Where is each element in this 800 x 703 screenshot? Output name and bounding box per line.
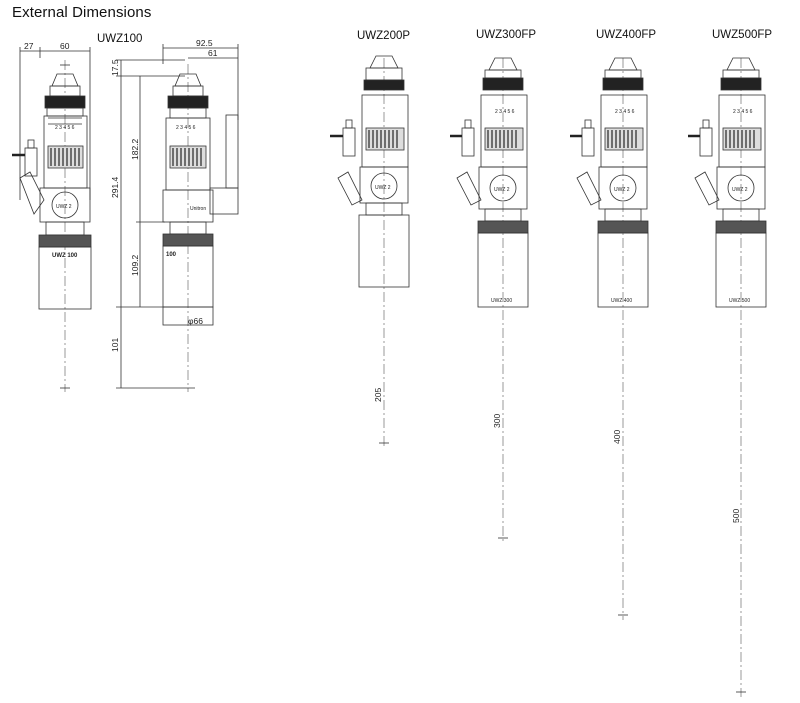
zoom-knob-label-uwz100: UWZ 2 [56,204,72,210]
body-label-uwz400fp: UWZ 400 [611,298,632,304]
side-body-label: 100 [166,252,177,258]
dim-working-distance-uwz400fp: 400 [612,430,622,444]
uwz200p-stripes [368,130,398,148]
dim-working-distance-uwz300fp: 300 [492,414,502,428]
uwz500fp-view [688,57,767,697]
dim-total-height: 291.4 [110,176,120,198]
dim-lower-height: 109.2 [130,254,140,276]
zoom-scale-uwz400fp: 2 3 4 5 6 [615,109,635,115]
uwz500fp-stripes [725,130,755,148]
body-label-uwz500fp: UWZ 500 [729,298,750,304]
uwz200p-view [330,55,410,447]
uwz100-front-stripes [50,148,80,166]
model-label-uwz500fp: UWZ500FP [712,29,772,41]
uwz300fp-stripes [487,130,517,148]
zoom-knob-label-uwz200p: UWZ 2 [375,185,391,191]
zoom-scale-uwz300fp: 2 3 4 5 6 [495,109,515,115]
uwz400fp-view [570,57,649,620]
zoom-scale-uwz500fp: 2 3 4 5 6 [733,109,753,115]
body-label-uwz300fp: UWZ 300 [491,298,512,304]
dim-side-partial-width: 61 [208,48,218,58]
zoom-knob-label-uwz400fp: UWZ 2 [614,187,630,193]
model-label-uwz200p: UWZ200P [357,30,410,42]
dim-body-diameter: φ66 [188,316,203,326]
dim-working-distance-uwz500fp: 500 [731,509,741,523]
uwz100-side-view [116,44,239,392]
dim-working-distance-uwz200p: 205 [373,388,383,402]
zoom-scale-uwz100-side: 2 3 4 5 6 [176,125,196,131]
side-brand-label: Unitron [190,206,206,212]
dim-top-offset: 17.5 [110,59,120,76]
uwz100-front-view [12,47,92,392]
zoom-knob-label-uwz300fp: UWZ 2 [494,187,510,193]
model-label-uwz100: UWZ100 [97,33,142,45]
model-label-uwz400fp: UWZ400FP [596,29,656,41]
model-label-uwz300fp: UWZ300FP [476,29,536,41]
dim-side-total-width: 92.5 [196,38,213,48]
page-title: External Dimensions [12,4,152,21]
dim-front-offset: 27 [24,41,34,51]
dim-front-width: 60 [60,41,70,51]
uwz400fp-stripes [607,130,637,148]
dim-working-distance-uwz100: 101 [110,338,120,352]
uwz100-side-stripes [172,148,202,166]
dim-upper-height: 182.2 [130,138,140,160]
zoom-knob-label-uwz500fp: UWZ 2 [732,187,748,193]
body-label-uwz100: UWZ 100 [52,253,78,259]
zoom-scale-uwz100: 2 3 4 5 6 [55,125,75,131]
